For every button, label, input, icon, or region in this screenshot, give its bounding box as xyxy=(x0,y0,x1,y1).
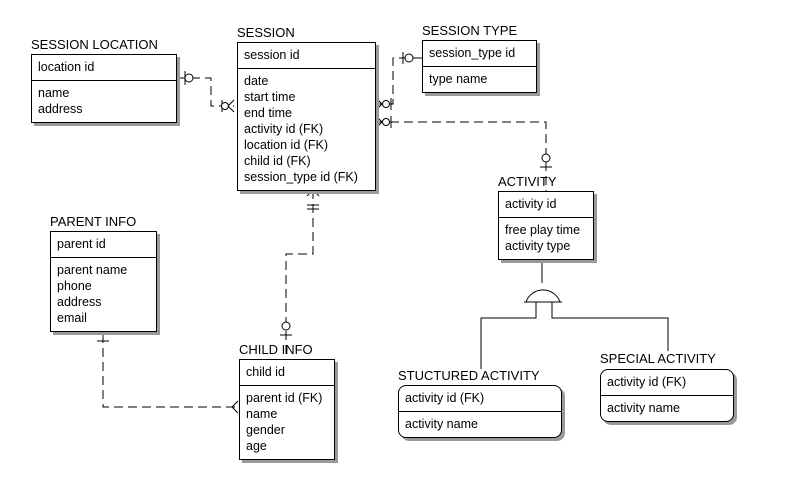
pk-attribute: activity id (FK) xyxy=(405,391,485,405)
attribute: activity id (FK) xyxy=(244,122,324,136)
attribute: activity name xyxy=(607,401,680,415)
entity-structured-activity: activity id (FK) activity name xyxy=(398,385,562,438)
pk-attribute: activity id xyxy=(505,197,557,211)
entity-child-info: child id parent id (FK) name gender age xyxy=(239,359,335,460)
attribute: name xyxy=(38,86,70,100)
attribute: free play time xyxy=(505,223,581,237)
child-info-title: CHILD INFO xyxy=(239,342,313,357)
session-type-title: SESSION TYPE xyxy=(422,23,518,38)
attribute: end time xyxy=(244,106,292,120)
attribute: location id (FK) xyxy=(244,138,329,152)
attribute: gender xyxy=(246,423,285,437)
entity-session-location: location id name address xyxy=(31,54,177,123)
attribute: parent id (FK) xyxy=(246,391,323,405)
attribute: child id (FK) xyxy=(244,154,311,168)
session-title: SESSION xyxy=(237,25,295,40)
attribute: type name xyxy=(429,72,488,86)
entity-special-activity: activity id (FK) activity name xyxy=(600,369,734,422)
attribute: age xyxy=(246,439,267,453)
entity-session-type: session_type id type name xyxy=(422,40,537,93)
pk-attribute: location id xyxy=(38,60,95,74)
attribute: email xyxy=(57,311,87,325)
rel-parent-child xyxy=(97,334,239,414)
rel-location-session xyxy=(177,71,235,113)
rel-child-session xyxy=(280,189,320,359)
pk-attribute: session_type id xyxy=(429,46,516,60)
subtype-connector xyxy=(480,260,669,369)
attribute: date xyxy=(244,74,269,88)
attribute: address xyxy=(57,295,102,309)
entity-parent-info: parent id parent name phone address emai… xyxy=(50,231,157,332)
activity-title: ACTIVITY xyxy=(498,174,557,189)
attribute: session_type id (FK) xyxy=(244,170,358,184)
parent-info-title: PARENT INFO xyxy=(50,214,137,229)
attribute: activity type xyxy=(505,239,571,253)
entity-session: session id date start time end time acti… xyxy=(237,42,376,191)
structured-activity-title: STUCTURED ACTIVITY xyxy=(398,368,540,383)
rel-sessiontype-session xyxy=(375,52,422,111)
pk-attribute: parent id xyxy=(57,237,106,251)
attribute: phone xyxy=(57,279,92,293)
pk-attribute: session id xyxy=(244,48,300,62)
rel-activity-session xyxy=(375,115,552,191)
entity-activity: activity id free play time activity type xyxy=(498,191,594,260)
session-location-title: SESSION LOCATION xyxy=(31,37,158,52)
pk-attribute: child id xyxy=(246,365,285,379)
attribute: name xyxy=(246,407,278,421)
attribute: parent name xyxy=(57,263,128,277)
special-activity-title: SPECIAL ACTIVITY xyxy=(600,351,716,366)
attribute: start time xyxy=(244,90,296,104)
pk-attribute: activity id (FK) xyxy=(607,375,687,389)
attribute: activity name xyxy=(405,417,478,431)
attribute: address xyxy=(38,102,83,116)
